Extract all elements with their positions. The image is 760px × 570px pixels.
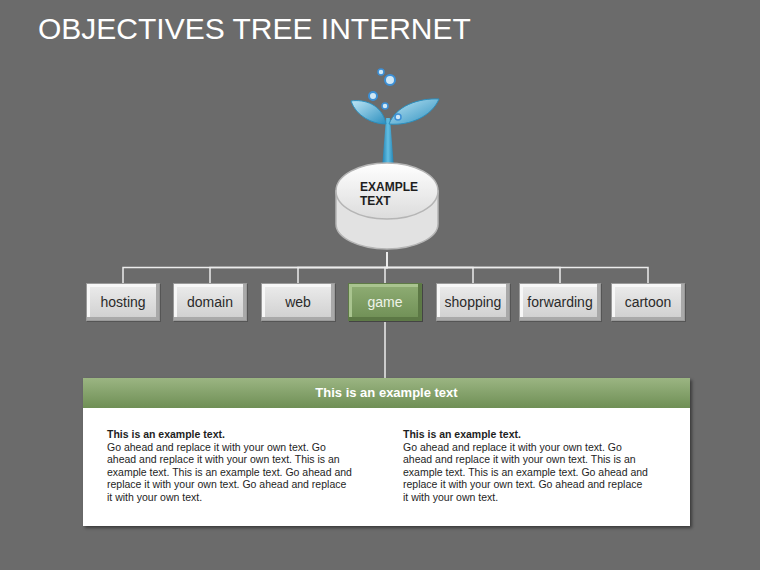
objective-box: game [348, 283, 422, 321]
objective-box: forwarding [519, 283, 601, 321]
tree-connector [298, 252, 387, 283]
node-label: forwarding [520, 284, 600, 320]
objective-box: shopping [436, 283, 510, 321]
cylinder-top [336, 163, 438, 219]
column-body: Go ahead and replace it with your own te… [403, 441, 649, 504]
node-label: EXAMPLE TEXT [360, 180, 426, 208]
objective-box: cartoon [611, 283, 685, 321]
bubble [378, 69, 384, 75]
panel-header: This is an example text [83, 378, 690, 408]
objective-box: web [261, 283, 335, 321]
tree-connector [210, 252, 387, 283]
objective-box: hosting [86, 283, 160, 321]
bubble [382, 103, 388, 109]
sprout-leaf [351, 101, 386, 124]
bubble [369, 92, 377, 100]
node-label: shopping [437, 284, 509, 320]
node-label: game [349, 284, 421, 320]
node-label: cartoon [612, 284, 684, 320]
node-label: hosting [87, 284, 159, 320]
tree-connector [123, 252, 387, 283]
cylinder-node: EXAMPLE TEXT [333, 158, 441, 252]
slide-title: OBJECTIVES TREE INTERNET [38, 12, 471, 46]
bubble [385, 75, 395, 85]
sprout-stem [382, 118, 394, 168]
node-label: domain [174, 284, 246, 320]
column-body: Go ahead and replace it with your own te… [107, 441, 353, 504]
node-label: web [262, 284, 334, 320]
tree-connector [384, 321, 386, 378]
text-column: This is an example text.Go ahead and rep… [403, 428, 649, 503]
objective-box: domain [173, 283, 247, 321]
column-heading: This is an example text. [403, 428, 649, 441]
detail-panel: This is an example textThis is an exampl… [83, 378, 690, 526]
column-heading: This is an example text. [107, 428, 353, 441]
tree-connector [387, 252, 648, 283]
text-column: This is an example text.Go ahead and rep… [107, 428, 353, 503]
sprout-leaf [389, 99, 439, 124]
bubble [395, 114, 401, 120]
